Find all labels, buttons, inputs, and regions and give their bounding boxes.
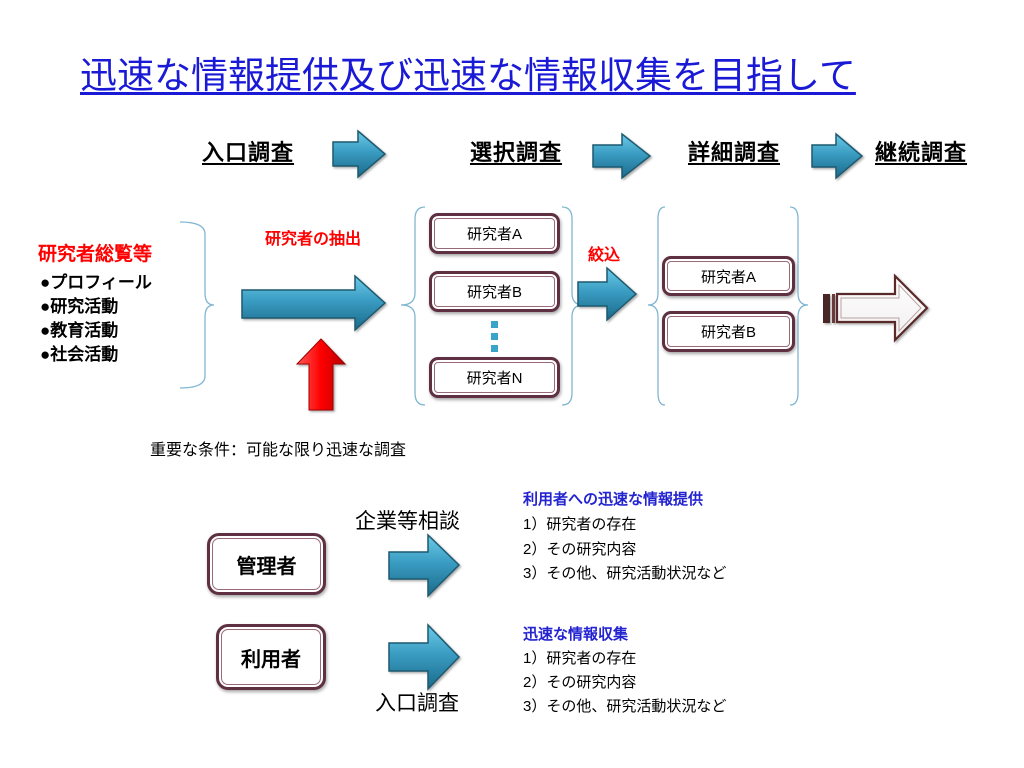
selected-box: 研究者B (662, 311, 795, 352)
collect-heading: 迅速な情報収集 (523, 626, 629, 643)
source-item: ●プロフィール (40, 273, 152, 292)
candidate-box: 研究者B (429, 271, 560, 312)
narrow-label: 絞込 (588, 247, 621, 264)
extract-label: 研究者の抽出 (265, 231, 362, 248)
outline-right-arrow-icon (823, 273, 929, 343)
manager-label: 管理者 (236, 555, 297, 578)
brace-icon (647, 206, 666, 406)
collect-item: 2）その研究内容 (523, 674, 637, 691)
consult-label: 企業等相談 (355, 510, 460, 533)
candidate-label: 研究者N (466, 370, 523, 387)
brace-icon (789, 206, 809, 406)
right-arrow-icon (811, 132, 864, 180)
user-box: 利用者 (216, 624, 326, 690)
source-item: ●研究活動 (40, 297, 119, 316)
stage-label-selection: 選択調査 (470, 140, 563, 165)
vertical-ellipsis-icon (491, 321, 498, 352)
selected-label: 研究者A (700, 268, 756, 286)
provide-item: 2）その研究内容 (523, 541, 637, 558)
candidate-label: 研究者A (466, 226, 522, 243)
up-arrow-icon (295, 338, 347, 411)
entry-label: 入口調査 (375, 692, 459, 715)
user-label: 利用者 (241, 648, 301, 671)
manager-box: 管理者 (207, 533, 326, 595)
right-arrow-icon (332, 129, 387, 179)
right-arrow-icon (592, 132, 652, 180)
selected-box: 研究者A (662, 256, 795, 296)
candidate-label: 研究者B (466, 284, 522, 301)
collect-item: 1）研究者の存在 (523, 650, 637, 667)
provide-item: 3）その他、研究活動状況など (523, 565, 727, 582)
page-title: 迅速な情報提供及び迅速な情報収集を目指して (80, 55, 856, 96)
candidate-box: 研究者N (429, 357, 560, 398)
source-heading: 研究者総覧等 (38, 244, 153, 265)
provide-item: 1）研究者の存在 (523, 516, 637, 533)
stage-label-entry: 入口調査 (202, 140, 295, 165)
collect-item: 3）その他、研究活動状況など (523, 698, 727, 715)
brace-icon (179, 221, 215, 389)
stage-label-continuation: 継続調査 (875, 140, 968, 165)
source-item: ●教育活動 (40, 321, 119, 340)
right-arrow-icon (388, 623, 461, 691)
candidate-box: 研究者A (429, 213, 560, 254)
stage-label-detail: 詳細調査 (688, 140, 781, 165)
brace-icon (400, 206, 426, 406)
selected-label: 研究者B (700, 324, 756, 341)
right-arrow-icon (241, 274, 387, 332)
right-arrow-icon (577, 266, 638, 322)
source-item: ●社会活動 (40, 345, 119, 364)
condition-note: 重要な条件：可能な限り迅速な調査 (150, 442, 407, 459)
right-arrow-icon (388, 533, 461, 598)
provide-heading: 利用者への迅速な情報提供 (523, 491, 704, 508)
